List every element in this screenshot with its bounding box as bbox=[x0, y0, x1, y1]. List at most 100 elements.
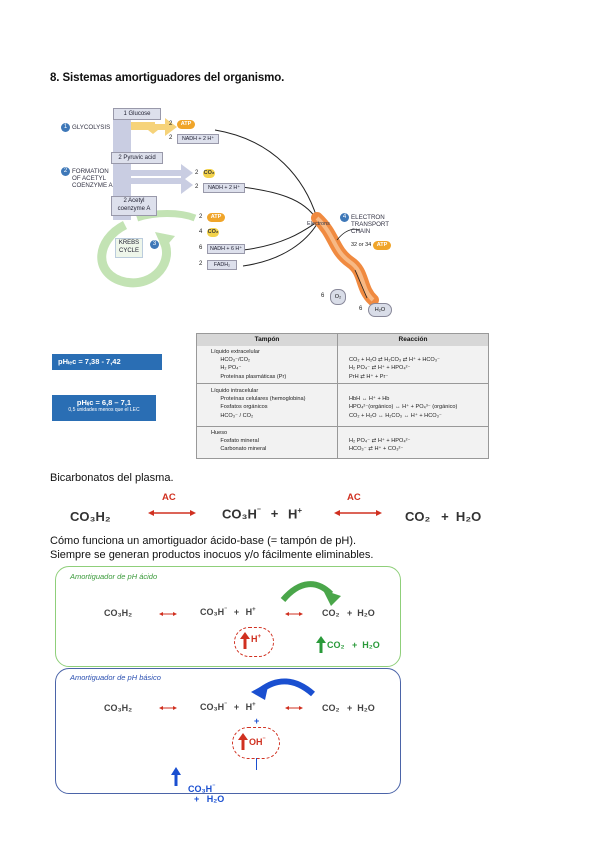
table-header-tampon: Tampón bbox=[197, 334, 337, 346]
h2o-count: 6 bbox=[359, 306, 363, 312]
co2-water: CO₂ + H₂O bbox=[405, 509, 482, 524]
glucose-box: 1 Glucose bbox=[113, 108, 161, 120]
step3-badge: 3 bbox=[150, 240, 159, 249]
base-under-plus: + bbox=[254, 716, 260, 726]
table-row-divider bbox=[197, 383, 488, 384]
plus-sign: + bbox=[270, 506, 279, 522]
acetyl-co2-badge: CO₂ bbox=[203, 169, 215, 178]
krebs-atp-count: 2 bbox=[199, 214, 203, 220]
acid-co2-water: CO₂ + H₂O bbox=[322, 608, 375, 618]
base-ion: OH⁻ bbox=[249, 736, 266, 747]
acetyl-box: 2 Acetyl coenzyme A bbox=[111, 196, 157, 216]
krebs-nadh-box: NADH + 6 H⁺ bbox=[207, 244, 245, 254]
acid-bicarbonate-charge: ⁻ bbox=[224, 607, 228, 613]
etc-atp-badge: ATP bbox=[373, 241, 391, 250]
base-panel-title: Amortiguador de pH básico bbox=[70, 673, 161, 682]
h2o-circle: H₂O bbox=[368, 303, 392, 317]
krebs-co2-badge: CO₂ bbox=[207, 228, 219, 237]
table-row-bone-buffers: Hueso Fosfato mineral Carbonato mineral bbox=[211, 430, 267, 453]
gly-atp-badge: ATP bbox=[177, 120, 195, 129]
ac-label-right: AC bbox=[347, 492, 361, 503]
table-row-icf-reactions: HbH ↔ H⁺ + Hb HPO₄²⁻(orgánico) ↔ H⁺ + PO… bbox=[349, 396, 458, 419]
base-link-line bbox=[256, 758, 257, 770]
base-carbonic: CO₃H₂ bbox=[104, 703, 133, 713]
base-ion-text: OH bbox=[249, 737, 263, 747]
acid-bicarbonate-text: CO₃H bbox=[200, 607, 225, 617]
up-arrow-icon bbox=[316, 636, 326, 653]
base-products: CO₃H⁻ + H₂O bbox=[183, 773, 224, 804]
acid-buffer-panel bbox=[55, 566, 401, 667]
carbonic-acid: CO₃H₂ bbox=[70, 509, 111, 524]
glycolysis-label: GLYCOLYSIS bbox=[72, 124, 111, 131]
o2-count: 6 bbox=[321, 293, 325, 299]
acid-panel-arrows bbox=[159, 581, 341, 616]
base-product-water: + H₂O bbox=[194, 794, 225, 804]
gly-nadh-count: 2 bbox=[169, 135, 173, 141]
base-plus: + bbox=[233, 702, 240, 712]
explanation-line-2: Siempre se generan productos inocuos y/o… bbox=[50, 549, 374, 561]
bicarbonate-ion: CO₃H⁻ + H+ bbox=[222, 506, 302, 521]
acid-ion-text: H bbox=[251, 634, 258, 644]
krebs-fadh-count: 2 bbox=[199, 261, 203, 267]
table-row-icf-buffers: Líquido intracelular Proteínas celulares… bbox=[211, 388, 306, 419]
acetyl-formation-label: FORMATION OF ACETYL COENZYME A bbox=[72, 168, 113, 189]
section-title: 8. Sistemas amortiguadores del organismo… bbox=[50, 72, 285, 84]
base-co2-water: CO₂ + H₂O bbox=[322, 703, 375, 713]
krebs-co2-count: 4 bbox=[199, 229, 203, 235]
electrons-label: Electrons bbox=[307, 221, 330, 227]
explanation-line-1: Cómo funciona un amortiguador ácido-base… bbox=[50, 535, 357, 547]
step4-badge: 4 bbox=[340, 213, 349, 222]
acid-ion: H+ bbox=[251, 634, 261, 644]
acid-plus: + bbox=[233, 607, 240, 617]
proton-charge: + bbox=[297, 506, 303, 515]
proton: H bbox=[287, 506, 298, 522]
base-bicarbonate-proton: CO₃H⁻ + H+ bbox=[200, 701, 256, 712]
bicarbonate-charge: ⁻ bbox=[256, 506, 262, 515]
equilibrium-arrow-right bbox=[334, 510, 382, 516]
gly-atp-count: 2 bbox=[169, 121, 173, 127]
step1-badge: 1 bbox=[61, 123, 70, 132]
base-buffer-panel bbox=[55, 668, 401, 794]
acid-ion-charge: + bbox=[257, 634, 262, 640]
ph-lic-box: pHₗᵢc = 6,8 – 7,1 0,5 unidades menos que… bbox=[52, 395, 156, 421]
base-bicarbonate-text: CO₃H bbox=[200, 702, 225, 712]
bicarbonate-text: CO₃H bbox=[222, 506, 257, 522]
acid-carbonic: CO₃H₂ bbox=[104, 608, 133, 618]
ph-lic-text: pHₗᵢc = 6,8 – 7,1 bbox=[76, 398, 132, 407]
metabolism-diagram: 1 Glucose 2 Pyruvic acid 2 Acetyl coenzy… bbox=[55, 100, 395, 320]
krebs-fadh-box: FADH₂ bbox=[207, 260, 237, 270]
acetyl-co2-count: 2 bbox=[195, 170, 199, 176]
step2-badge: 2 bbox=[61, 167, 70, 176]
table-row-ecf-reactions: CO₂ + H₂O ⇄ H₂CO₃ ⇄ H⁺ + HCO₃⁻ H₂ PO₄⁻ ⇄… bbox=[349, 357, 440, 380]
gly-nadh-box: NADH + 2 H⁺ bbox=[177, 134, 219, 144]
table-row-bone-reactions: H₂ PO₄⁻ ⇄ H⁺ + HPO₄²⁻ HCO₃⁻ ⇄ H⁺ + CO₃²⁻ bbox=[349, 438, 411, 453]
pyruvic-box: 2 Pyruvic acid bbox=[111, 152, 163, 164]
krebs-box: KREBS CYCLE bbox=[115, 238, 143, 258]
table-divider bbox=[337, 334, 338, 458]
equilibrium-arrow-left bbox=[148, 510, 196, 516]
krebs-nadh-count: 6 bbox=[199, 245, 203, 251]
base-product-bicarbonate: CO₃H bbox=[188, 784, 213, 794]
krebs-atp-badge: ATP bbox=[207, 213, 225, 222]
acid-proton-charge: + bbox=[252, 607, 256, 613]
acid-products: CO₂ + H₂O bbox=[327, 640, 380, 650]
base-product-charge: ⁻ bbox=[212, 784, 216, 790]
base-bicarbonate-charge: ⁻ bbox=[224, 702, 228, 708]
up-arrow-icon bbox=[238, 733, 248, 750]
acid-bicarbonate-proton: CO₃H⁻ + H+ bbox=[200, 606, 256, 617]
diagram-arrows bbox=[97, 110, 379, 306]
acid-ion-circle bbox=[234, 627, 274, 657]
etc-label: ELECTRON TRANSPORT CHAIN bbox=[351, 214, 390, 235]
bicarb-heading: Bicarbonatos del plasma. bbox=[50, 472, 174, 484]
table-row-ecf-buffers: Líquido extracelular HCO₃⁻/CO₂ H₂ PO₄⁻ P… bbox=[211, 349, 287, 380]
table-header-reaccion: Reacción bbox=[338, 334, 488, 346]
up-arrow-icon bbox=[171, 767, 181, 786]
base-panel-arrows bbox=[159, 678, 315, 710]
buffer-table: Tampón Reacción Líquido extracelular HCO… bbox=[196, 333, 489, 459]
o2-circle: O₂ bbox=[330, 289, 346, 305]
ph-lec-text: pHₗₑc = 7,38 - 7,42 bbox=[58, 357, 121, 366]
acid-proton: H bbox=[245, 607, 253, 617]
table-row-divider bbox=[197, 426, 488, 427]
base-ion-charge: ⁻ bbox=[262, 737, 266, 743]
ac-label-left: AC bbox=[162, 492, 176, 503]
